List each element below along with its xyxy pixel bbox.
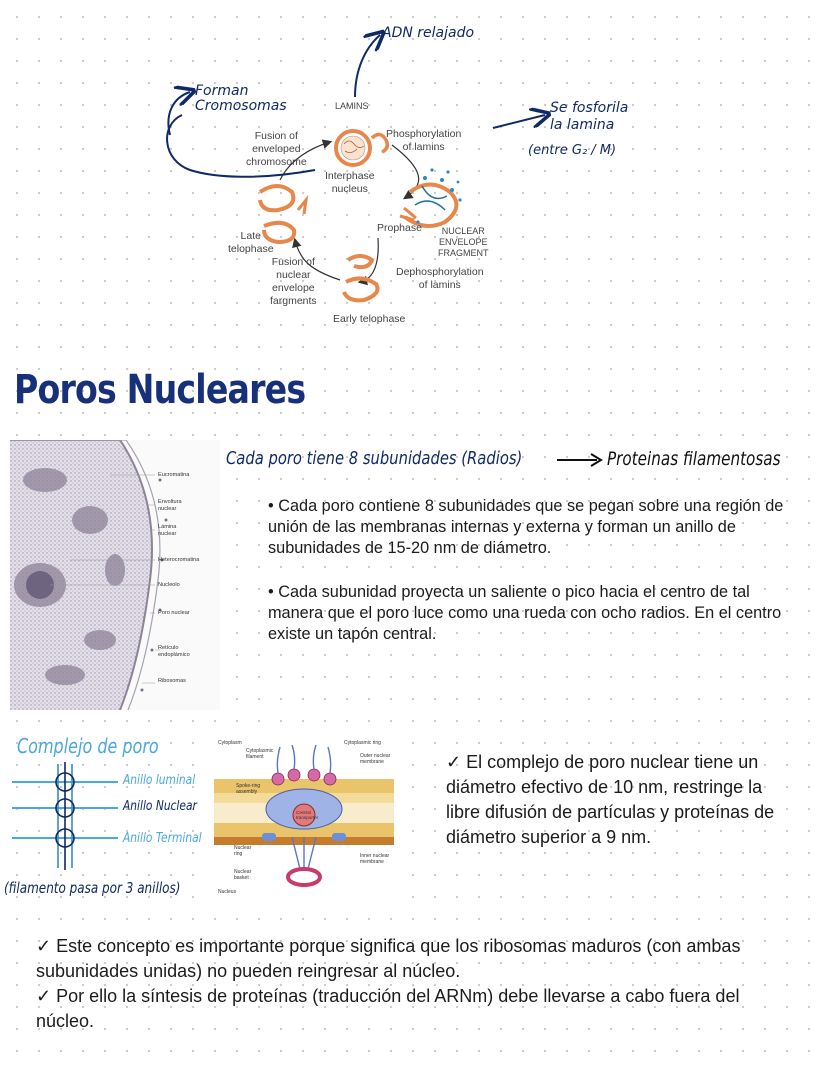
complex-sketch-caption: (filamento pasa por 3 anillos) — [4, 879, 181, 897]
cell-figure: Eucromatina Envoltura nuclear Lámina nuc… — [10, 440, 220, 710]
early-telophase-shape — [342, 254, 380, 303]
label-phosphorylation: Phosphorylation of lamins — [386, 128, 462, 153]
section-title: Poros Nucleares — [14, 367, 306, 413]
cell-label-envoltura: Envoltura nuclear — [158, 499, 182, 512]
pore-label-cyto-ring: Cytoplasmic ring — [344, 740, 381, 746]
ring-label-nuclear: Anillo Nuclear — [123, 799, 197, 814]
mitosis-cycle-graphic — [166, 20, 828, 303]
label-interphase: Interphase nucleus — [325, 170, 375, 195]
note-adn-relajado: ADN relajado — [382, 25, 475, 41]
pore-label-outer-membrane: Outer nuclear membrane — [360, 753, 391, 765]
ring-label-terminal: Anillo Terminal — [123, 831, 202, 846]
pore-complex-illustration — [214, 737, 394, 899]
label-early-telophase: Early telophase — [333, 313, 406, 325]
conclusion-1: ✓ Este concepto es importante porque sig… — [36, 936, 741, 981]
pore-label-basket: Nuclear basket — [234, 869, 252, 881]
pore-label-central: Central transporter — [296, 810, 319, 820]
note-forman-cromosomas: Forman Cromosomas — [195, 83, 287, 114]
complex-description: ✓ El complejo de poro nuclear tiene un d… — [446, 752, 775, 847]
cell-label-reticulo: Retículo endoplámico — [158, 645, 190, 658]
label-lamins: LAMINS — [335, 101, 369, 111]
pore-label-cytoplasm: Cytoplasm — [218, 740, 242, 746]
pore-rings-sketch — [12, 762, 118, 870]
pore-label-nuclear-ring: Nuclear ring — [234, 845, 252, 857]
pore-label-inner-membrane: Inner nuclear membrane — [360, 853, 390, 865]
label-fusion-chromosome: Fusion of enveloped chromosome — [246, 130, 307, 168]
nucleus-micrograph — [10, 440, 220, 710]
pore-label-spoke: Spoke-ring assembly — [236, 783, 261, 795]
label-fragment: NUCLEAR ENVELOPE FRAGMENT — [438, 226, 489, 258]
label-dephosphorylation: Dephosphorylation of lamins — [396, 266, 484, 291]
cell-label-eucromatina: Eucromatina — [158, 472, 190, 478]
cell-label-nucleolo: Nucleolo — [158, 582, 180, 588]
late-telophase-shape — [258, 184, 309, 245]
label-prophase: Prophase — [377, 222, 422, 234]
subunits-note: Cada poro tiene 8 subunidades (Radios) — [226, 448, 523, 469]
pore-label-cyto-filament: Cytoplasmic filament — [246, 748, 274, 760]
cell-label-ribosomas: Ribosomas — [158, 678, 186, 684]
cell-label-heterocromatina: Heterocromatina — [158, 557, 200, 563]
label-late-telophase: Late telophase — [228, 230, 274, 255]
mitosis-diagram: LAMINS Phosphorylation of lamins Interph… — [160, 20, 828, 340]
pore-label-nucleus: Nucleus — [218, 889, 237, 895]
note-fosforila: Se fosforila la lamina — [550, 100, 629, 133]
bullet-paragraph-1: • Cada poro contiene 8 subunidades que s… — [268, 497, 784, 557]
interphase-nucleus-shape — [334, 129, 390, 167]
pore-complex-figure: Cytoplasm Cytoplasmic filament Cytoplasm… — [214, 737, 394, 899]
conclusion-2: ✓ Por ello la síntesis de proteínas (tra… — [36, 986, 740, 1031]
ring-label-luminal: Anillo luminal — [123, 773, 196, 788]
prophase-shape — [399, 168, 462, 228]
proteins-note: Proteinas filamentosas — [607, 448, 781, 470]
complex-sketch-title: Complejo de poro — [17, 734, 159, 758]
note-entre-g2-m: (entre G₂ / M) — [528, 143, 617, 158]
label-fusion-fragments: Fusion of nuclear envelope fargments — [270, 256, 317, 307]
cell-label-lamina: Lámina nuclear — [158, 524, 177, 537]
bullet-paragraph-2: • Cada subunidad proyecta un saliente o … — [268, 583, 782, 643]
cell-label-poro-nuclear: Poro nuclear — [158, 610, 190, 616]
arrow-to-proteins-icon — [557, 453, 603, 467]
